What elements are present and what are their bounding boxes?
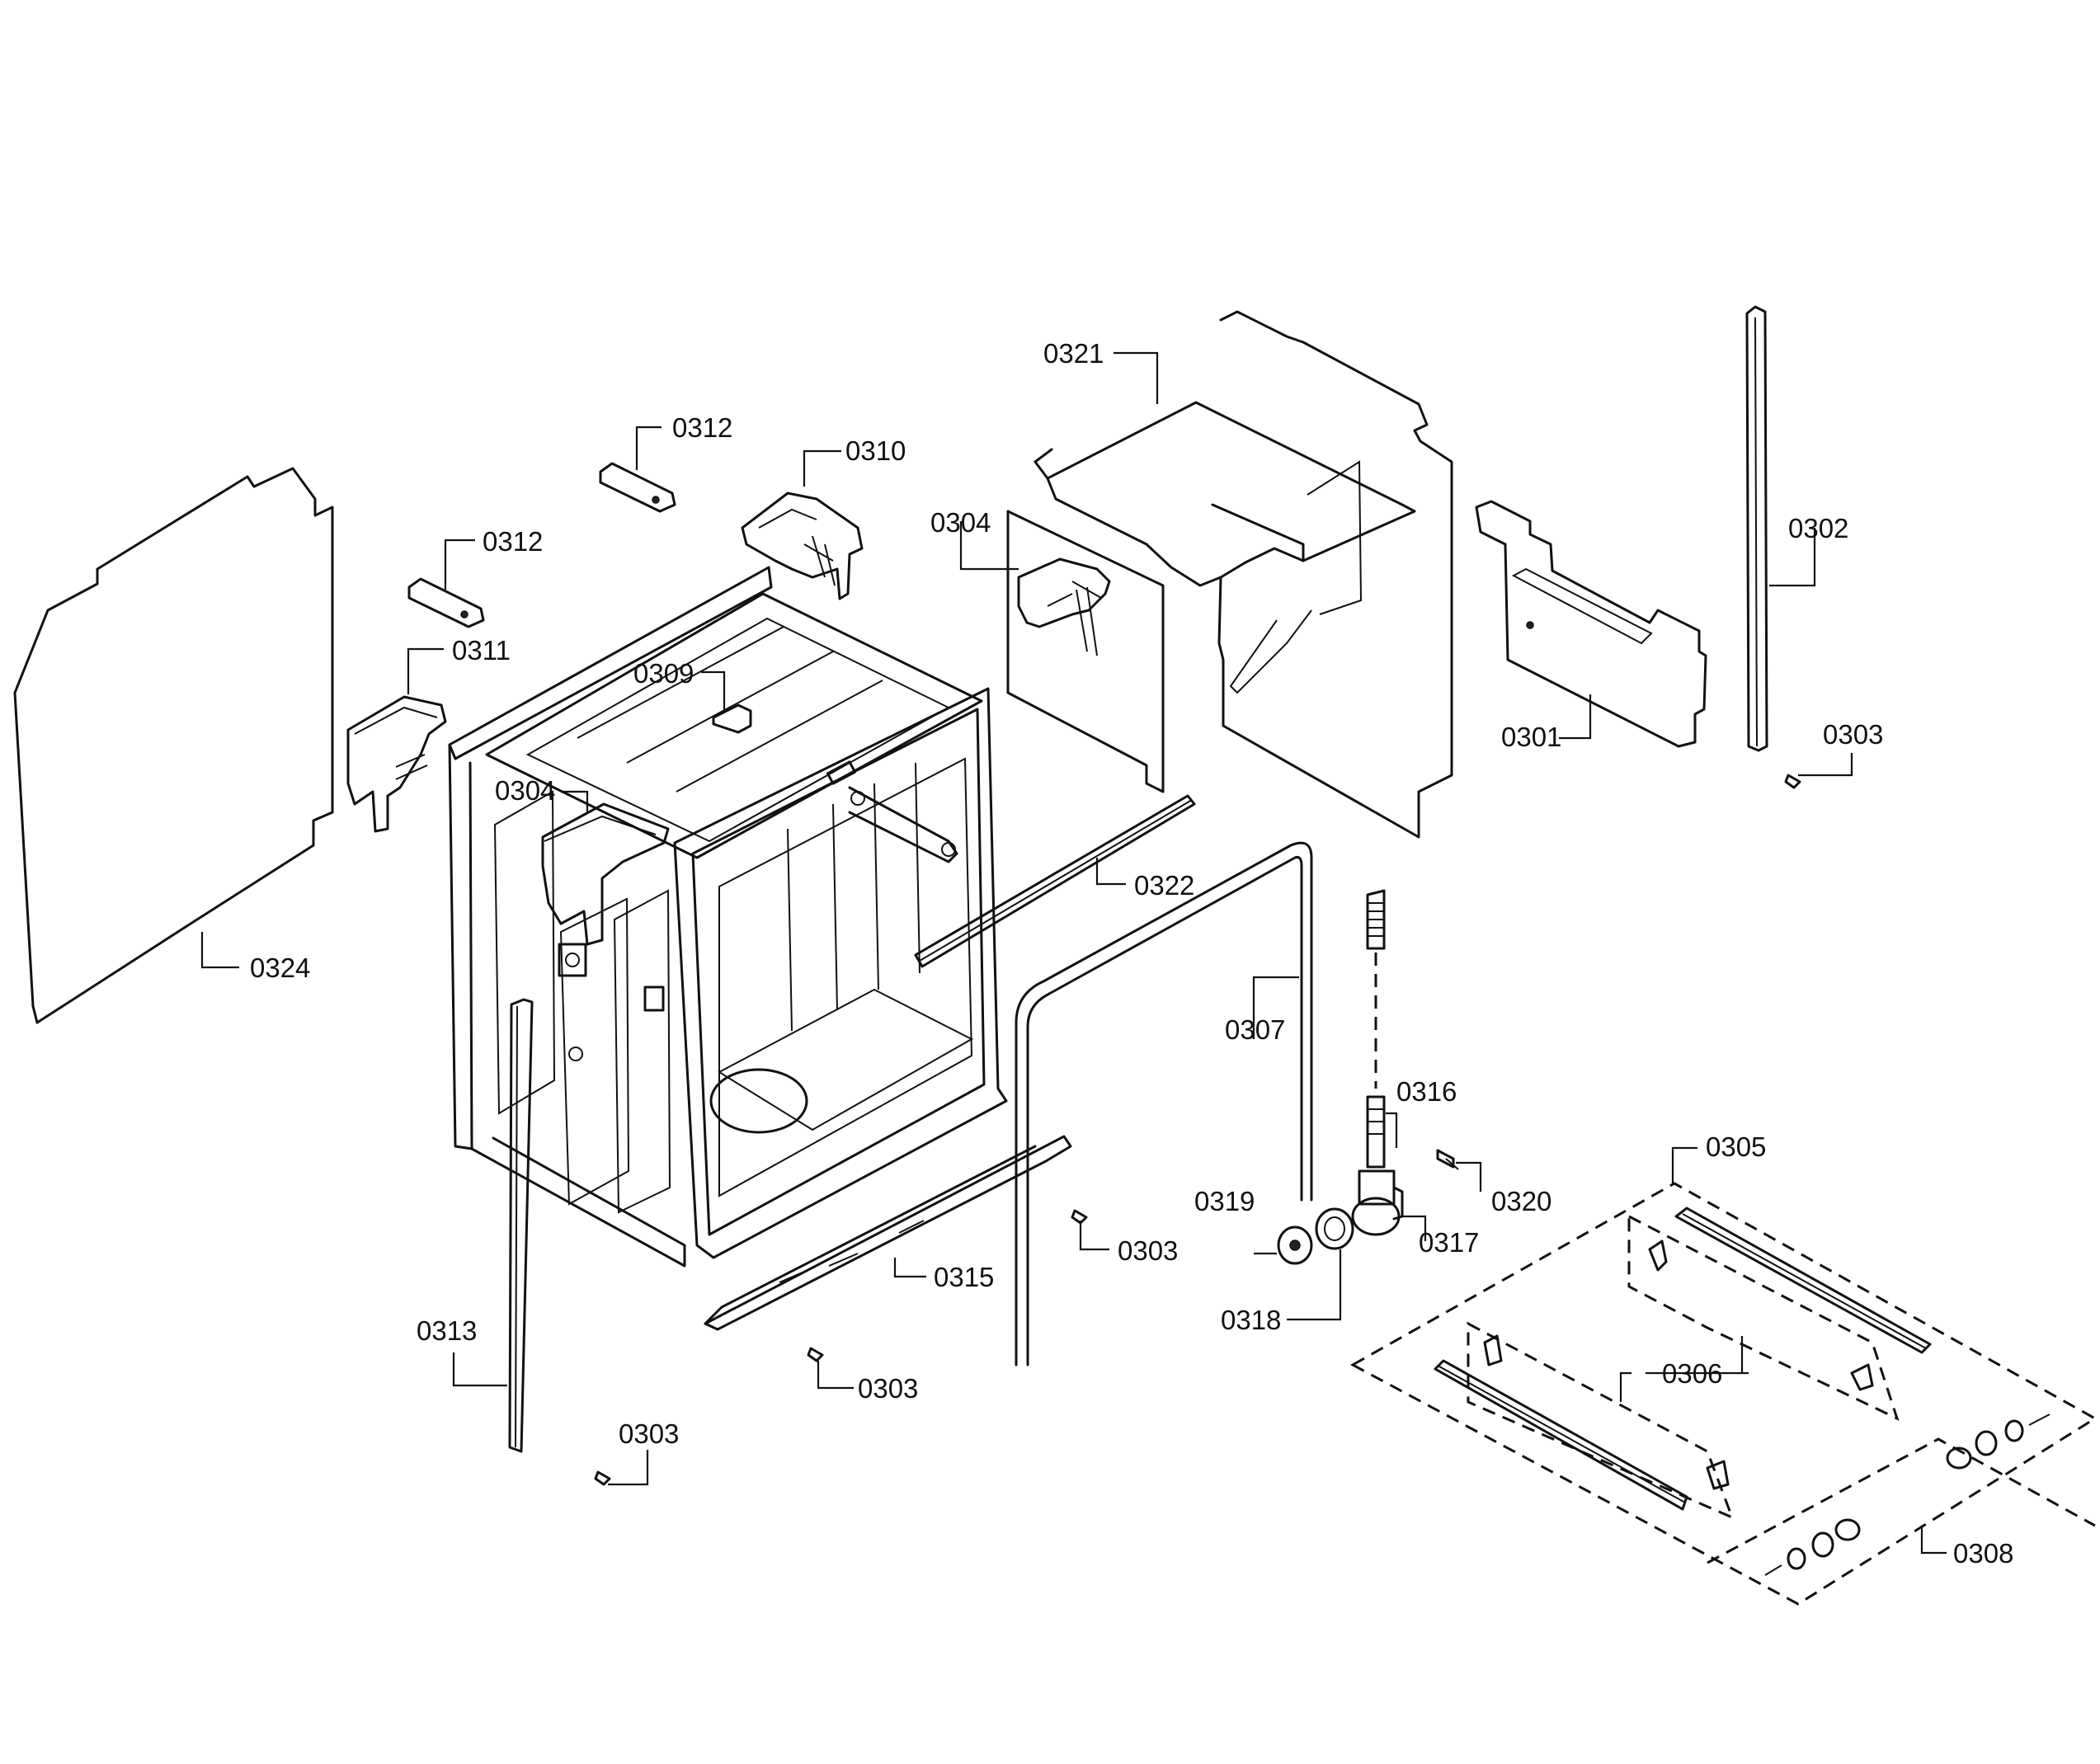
side-panel-0324: [13, 467, 334, 1024]
callout-0317: 0317: [1419, 1227, 1479, 1258]
callout-0308: 0308: [1953, 1538, 2013, 1569]
bracket-0304-upper: [1017, 557, 1111, 656]
drain-0317: [1351, 1169, 1404, 1236]
callout-0316: 0316: [1396, 1076, 1457, 1107]
callout-0321: 0321: [1043, 338, 1104, 369]
wrap-panel-0321: [1006, 310, 1453, 839]
rear-panel-0301: [1475, 500, 1707, 748]
leader-lines: [200, 351, 1947, 1555]
callout-0304-upper: 0304: [930, 507, 991, 538]
callout-0312-lower: 0312: [483, 526, 543, 557]
screw-0320: [1436, 1149, 1459, 1170]
gasket-0307: [1015, 841, 1313, 1367]
callout-0309: 0309: [633, 658, 694, 689]
hinge-0311: [346, 695, 447, 833]
callout-0318: 0318: [1221, 1305, 1281, 1335]
clip-0309: [712, 703, 752, 734]
bracket-0304-lower: [541, 802, 670, 1061]
callout-0313: 0313: [417, 1315, 477, 1346]
callout-0312-upper: 0312: [672, 412, 732, 443]
callout-labels: 0321 0312 0310 0304 0302 0312 0311 0309 …: [250, 338, 2013, 1569]
callout-0324: 0324: [250, 953, 310, 983]
callout-0303-lower-left: 0303: [619, 1418, 679, 1449]
callout-0315: 0315: [934, 1262, 994, 1292]
callout-0301: 0301: [1501, 722, 1561, 752]
callout-0302: 0302: [1788, 513, 1848, 543]
callout-0304-lower: 0304: [495, 775, 555, 806]
hinge-0310: [741, 492, 864, 600]
rail-0322: [914, 794, 1196, 968]
callout-0306: 0306: [1662, 1358, 1722, 1389]
callout-0303-lower-center: 0303: [858, 1373, 918, 1404]
hose-0316: [1366, 889, 1386, 1169]
callout-0303-center: 0303: [1118, 1235, 1178, 1266]
toe-plate-0315: [704, 1135, 1072, 1331]
callout-0319: 0319: [1194, 1186, 1255, 1216]
callout-0322: 0322: [1134, 870, 1194, 901]
callout-0303-right: 0303: [1823, 719, 1883, 750]
bracket-0312-upper: [599, 462, 676, 513]
cap-0319: [1277, 1225, 1313, 1265]
dishwasher-tub: [448, 566, 1008, 1268]
base-assembly: [1349, 1182, 2098, 1606]
bracket-0312-lower: [407, 577, 485, 628]
callout-0320: 0320: [1491, 1186, 1551, 1216]
callout-0311: 0311: [452, 635, 511, 666]
strip-0302: [1745, 305, 1768, 752]
callout-0307: 0307: [1225, 1014, 1285, 1045]
callout-0305: 0305: [1706, 1131, 1766, 1162]
strip-0313: [508, 998, 534, 1453]
ring-0318: [1315, 1207, 1354, 1250]
callout-0310: 0310: [845, 435, 906, 466]
